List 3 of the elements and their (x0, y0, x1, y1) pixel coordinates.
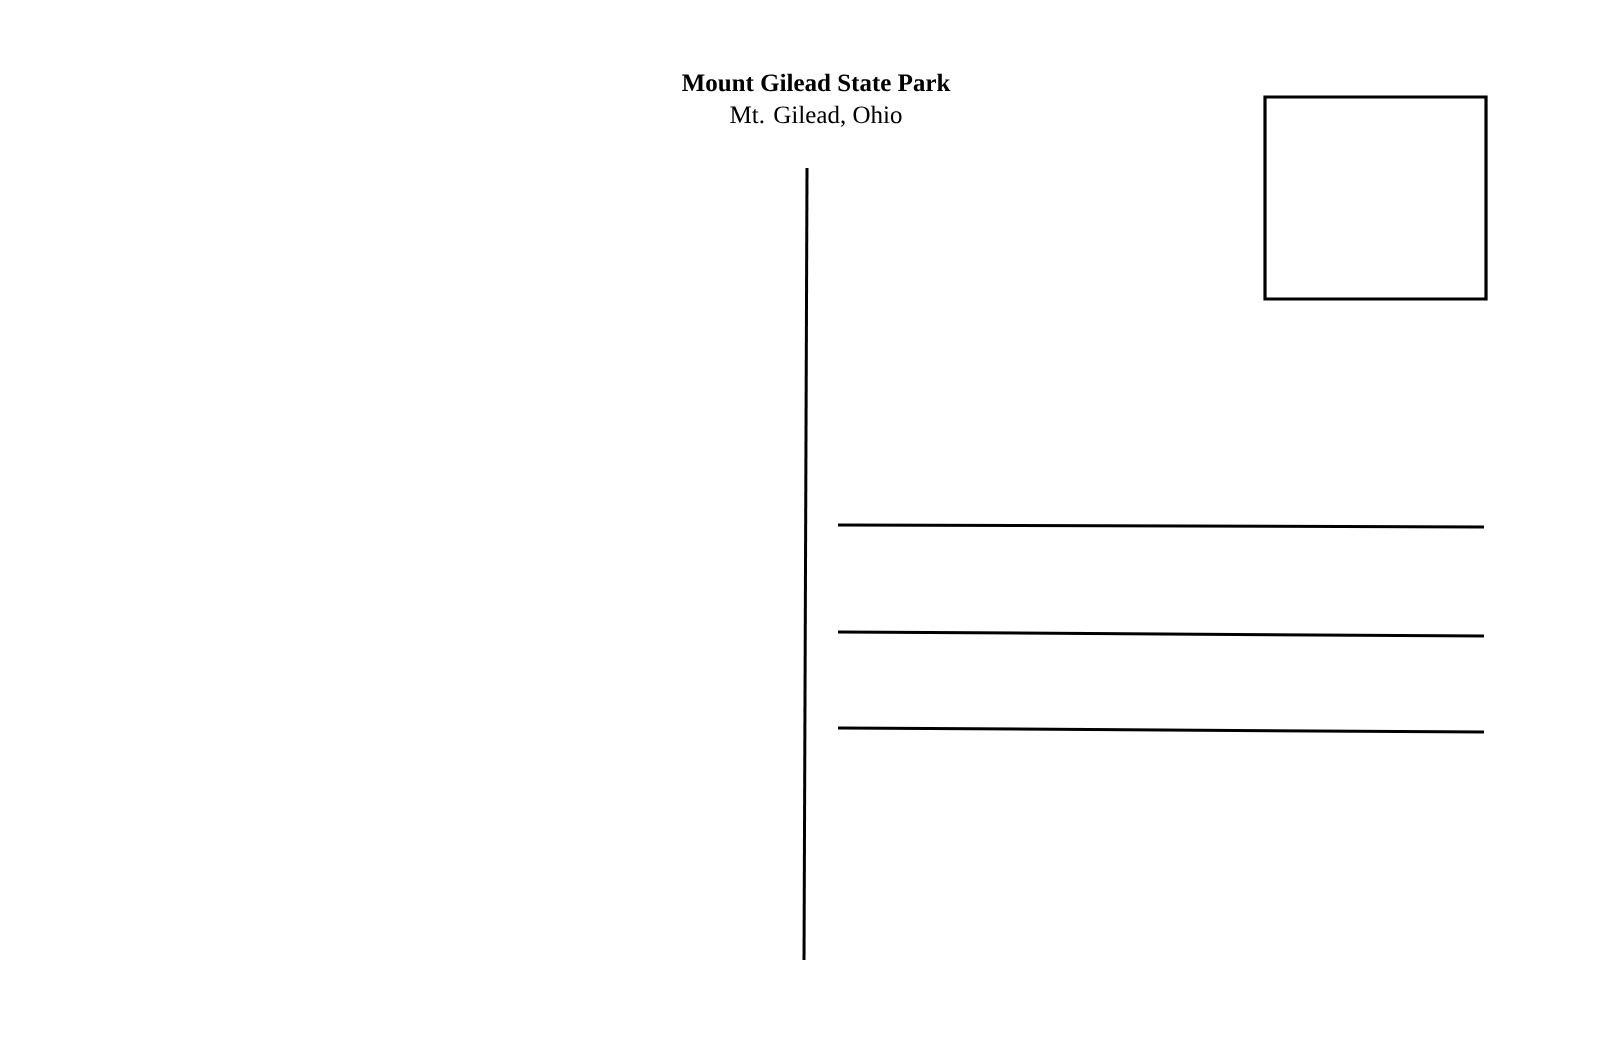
stamp-box (1263, 95, 1488, 301)
subtitle: Mt. Gilead, Ohio (730, 105, 902, 127)
title: Mount Gilead State Park (682, 73, 951, 92)
